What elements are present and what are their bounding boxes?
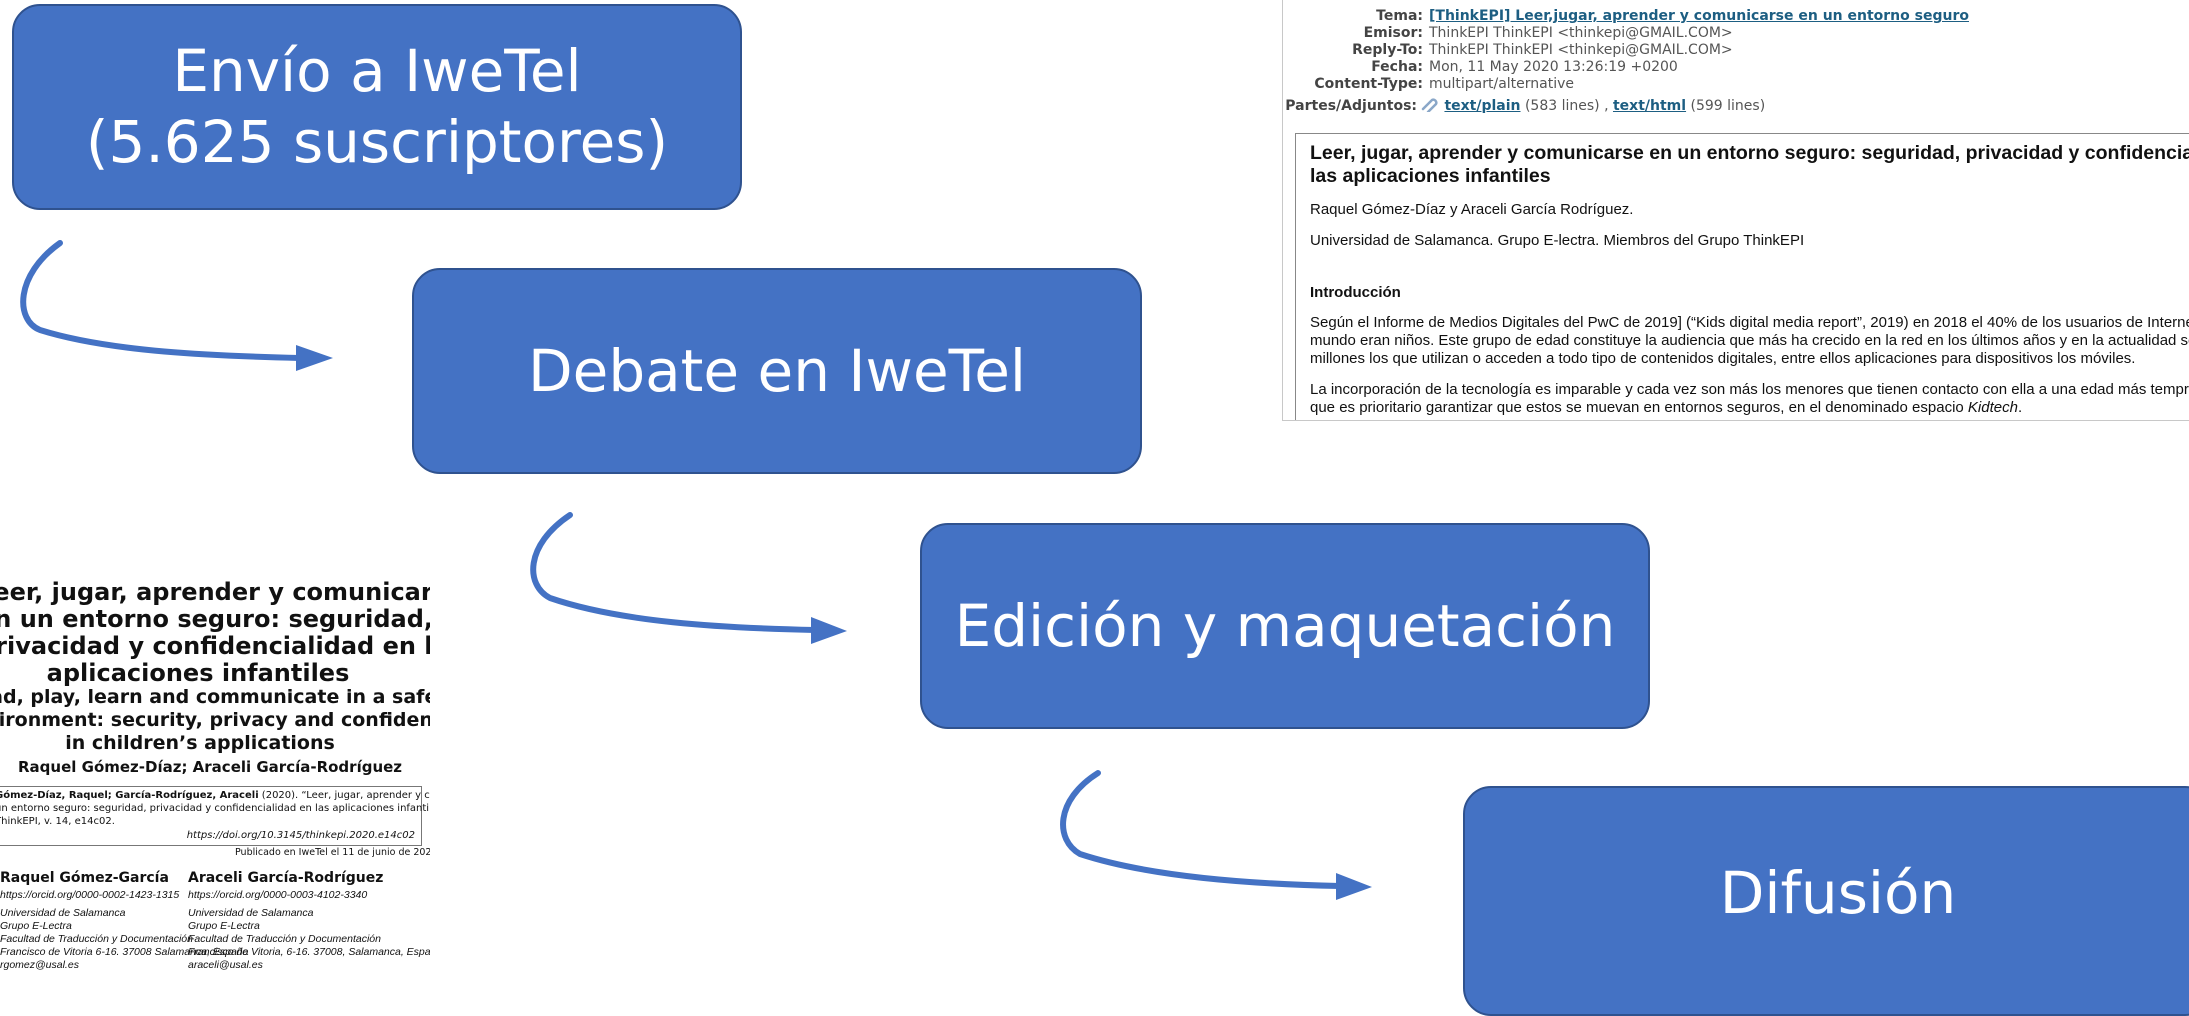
fecha-label: Fecha: bbox=[1371, 59, 1423, 75]
citation-authors: Gómez-Díaz, Raquel; García-Rodríguez, Ar… bbox=[0, 790, 259, 801]
arrow-1-icon bbox=[20, 240, 303, 361]
step-edicion-maquetacion: Edición y maquetación bbox=[920, 523, 1650, 729]
arrow-3-head-icon bbox=[1336, 873, 1372, 900]
email-screenshot: Tema: [ThinkEPI] Leer,jugar, aprender y … bbox=[1282, 0, 2189, 421]
arrow-2-head-icon bbox=[811, 617, 847, 644]
author1-affil4: Francisco de Vitoria 6-16. 37008 Salaman… bbox=[0, 946, 249, 958]
email-body-p1-line2: mundo eran niños. Este grupo de edad con… bbox=[1310, 332, 2189, 349]
citation-line1: Gómez-Díaz, Raquel; García-Rodríguez, Ar… bbox=[0, 790, 430, 801]
arrow-1-head-icon bbox=[296, 345, 333, 371]
step-difusion: Difusión bbox=[1463, 786, 2189, 1016]
author2-affil3: Facultad de Traducción y Documentación bbox=[188, 933, 381, 945]
step-edicion-label: Edición y maquetación bbox=[954, 591, 1616, 660]
replyto-value: ThinkEPI ThinkEPI <thinkepi@GMAIL.COM> bbox=[1429, 42, 1733, 58]
email-body-intro-heading: Introducción bbox=[1310, 284, 1401, 301]
author1-email[interactable]: rgomez@usal.es bbox=[0, 959, 79, 971]
author1-orcid[interactable]: https://orcid.org/0000-0002-1423-1315 bbox=[0, 889, 180, 901]
email-body-p1-line3: millones los que utilizan o acceden a to… bbox=[1310, 350, 2136, 367]
p2-text: que es prioritario garantizar que estos … bbox=[1310, 399, 1968, 416]
p2-kidtech: Kidtech bbox=[1967, 399, 2018, 416]
step-difusion-label: Difusión bbox=[1719, 858, 1957, 927]
email-body-p2-line2: que es prioritario garantizar que estos … bbox=[1310, 399, 2022, 416]
email-body-p1-line1: Según el Informe de Medios Digitales del… bbox=[1310, 314, 2189, 331]
article-published: Publicado en IweTel el 11 de junio de 20… bbox=[235, 847, 430, 858]
attachment-text-plain-link[interactable]: text/plain bbox=[1444, 98, 1521, 114]
article-title-line1: Leer, jugar, aprender y comunicarse bbox=[0, 578, 430, 606]
author2-orcid[interactable]: https://orcid.org/0000-0003-4102-3340 bbox=[188, 889, 368, 901]
email-body: Leer, jugar, aprender y comunicarse en u… bbox=[1295, 133, 2189, 420]
citation-line3: ThinkEPI, v. 14, e14c02. bbox=[0, 816, 115, 827]
emisor-value: ThinkEPI ThinkEPI <thinkepi@GMAIL.COM> bbox=[1429, 25, 1733, 41]
article-page: Leer, jugar, aprender y comunicarse en u… bbox=[0, 560, 430, 987]
email-body-p2-line1: La incorporación de la tecnología es imp… bbox=[1310, 381, 2189, 398]
author2-email[interactable]: araceli@usal.es bbox=[188, 959, 263, 971]
email-body-title-line2: las aplicaciones infantiles bbox=[1310, 165, 1551, 187]
attachment-text-plain-lines: (583 lines) , bbox=[1524, 98, 1609, 114]
arrow-2-icon bbox=[530, 512, 818, 633]
step-envio-line2: (5.625 suscriptores) bbox=[85, 108, 669, 176]
citation-doi[interactable]: https://doi.org/10.3145/thinkepi.2020.e1… bbox=[186, 830, 415, 841]
attachment-text-html-link[interactable]: text/html bbox=[1612, 98, 1687, 114]
attachments: text/plain (583 lines) , text/html (599 … bbox=[1420, 98, 1765, 114]
arrow-3-icon bbox=[1060, 770, 1343, 889]
article-citation-box: Gómez-Díaz, Raquel; García-Rodríguez, Ar… bbox=[0, 786, 430, 846]
replyto-label: Reply-To: bbox=[1352, 42, 1423, 58]
author2-name: Araceli García-Rodríguez bbox=[188, 870, 384, 886]
attachment-text-html-lines: (599 lines) bbox=[1690, 98, 1766, 114]
adjuntos-label: Partes/Adjuntos: bbox=[1285, 98, 1417, 114]
step-debate-label: Debate en IweTel bbox=[527, 336, 1027, 405]
flow-arrows bbox=[20, 240, 1372, 900]
citation-title-start: (2020). “Leer, jugar, aprender y comunic… bbox=[261, 790, 430, 801]
author2-affil2: Grupo E-Lectra bbox=[188, 920, 260, 932]
author2-affil1: Universidad de Salamanca bbox=[188, 907, 314, 919]
ctype-label: Content-Type: bbox=[1314, 76, 1423, 92]
article-title-line2: en un entorno seguro: seguridad, bbox=[0, 605, 430, 633]
ctype-value: multipart/alternative bbox=[1429, 76, 1575, 92]
emisor-label: Emisor: bbox=[1363, 25, 1423, 41]
author1-affil3: Facultad de Traducción y Documentación bbox=[0, 933, 193, 945]
article-subtitle-line1: Read, play, learn and communicate in a s… bbox=[0, 686, 430, 708]
p2-period: . bbox=[2017, 399, 2023, 416]
article-title-line4: aplicaciones infantiles bbox=[46, 659, 350, 687]
article-subtitle-line3: in children’s applications bbox=[65, 732, 335, 754]
step-envio-line1: Envío a IweTel bbox=[172, 37, 582, 106]
author1-name: Raquel Gómez-García bbox=[0, 870, 169, 886]
tema-label: Tema: bbox=[1376, 8, 1423, 24]
article-title-line3: privacidad y confidencialidad en las bbox=[0, 632, 430, 660]
author2-affil4: Francisco de Vitoria, 6-16. 37008, Salam… bbox=[188, 946, 430, 958]
article-subtitle-line2: environment: security, privacy and confi… bbox=[0, 709, 430, 731]
email-body-title-line1: Leer, jugar, aprender y comunicarse en u… bbox=[1310, 142, 2189, 164]
author1-affil2: Grupo E-Lectra bbox=[0, 920, 72, 932]
step-envio-iwetel: Envío a IweTel (5.625 suscriptores) bbox=[12, 4, 742, 210]
email-body-affiliation: Universidad de Salamanca. Grupo E-lectra… bbox=[1310, 232, 1805, 249]
email-body-authors: Raquel Gómez-Díaz y Araceli García Rodrí… bbox=[1310, 201, 1634, 218]
paperclip-icon bbox=[1421, 98, 1438, 114]
step-debate-iwetel: Debate en IweTel bbox=[412, 268, 1142, 474]
tema-link[interactable]: [ThinkEPI] Leer,jugar, aprender y comuni… bbox=[1429, 8, 1969, 24]
author1-affil1: Universidad de Salamanca bbox=[0, 907, 126, 919]
citation-line2: un entorno seguro: seguridad, privacidad… bbox=[0, 803, 430, 814]
fecha-value: Mon, 11 May 2020 13:26:19 +0200 bbox=[1429, 59, 1678, 75]
article-authors: Raquel Gómez-Díaz; Araceli García-Rodríg… bbox=[18, 758, 403, 776]
